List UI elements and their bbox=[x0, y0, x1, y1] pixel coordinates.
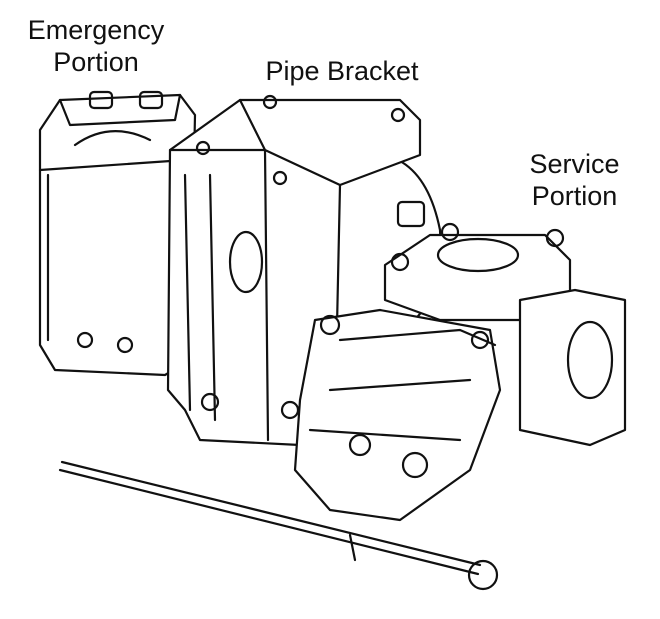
emergency-label-line2: Portion bbox=[53, 47, 139, 77]
service-label-line1: Service bbox=[529, 149, 620, 179]
release-rod-shape bbox=[58, 460, 499, 591]
emergency-portion-label: Emergency Portion bbox=[6, 14, 186, 78]
pipe-bracket-label: Pipe Bracket bbox=[265, 56, 419, 86]
emergency-label-line1: Emergency bbox=[27, 15, 165, 45]
service-portion-shape bbox=[383, 222, 627, 447]
service-portion-label: Service Portion bbox=[512, 148, 637, 212]
service-label-line2: Portion bbox=[531, 181, 618, 211]
lower-valve-shape bbox=[293, 308, 502, 522]
pipe-bracket-shape bbox=[166, 94, 422, 447]
